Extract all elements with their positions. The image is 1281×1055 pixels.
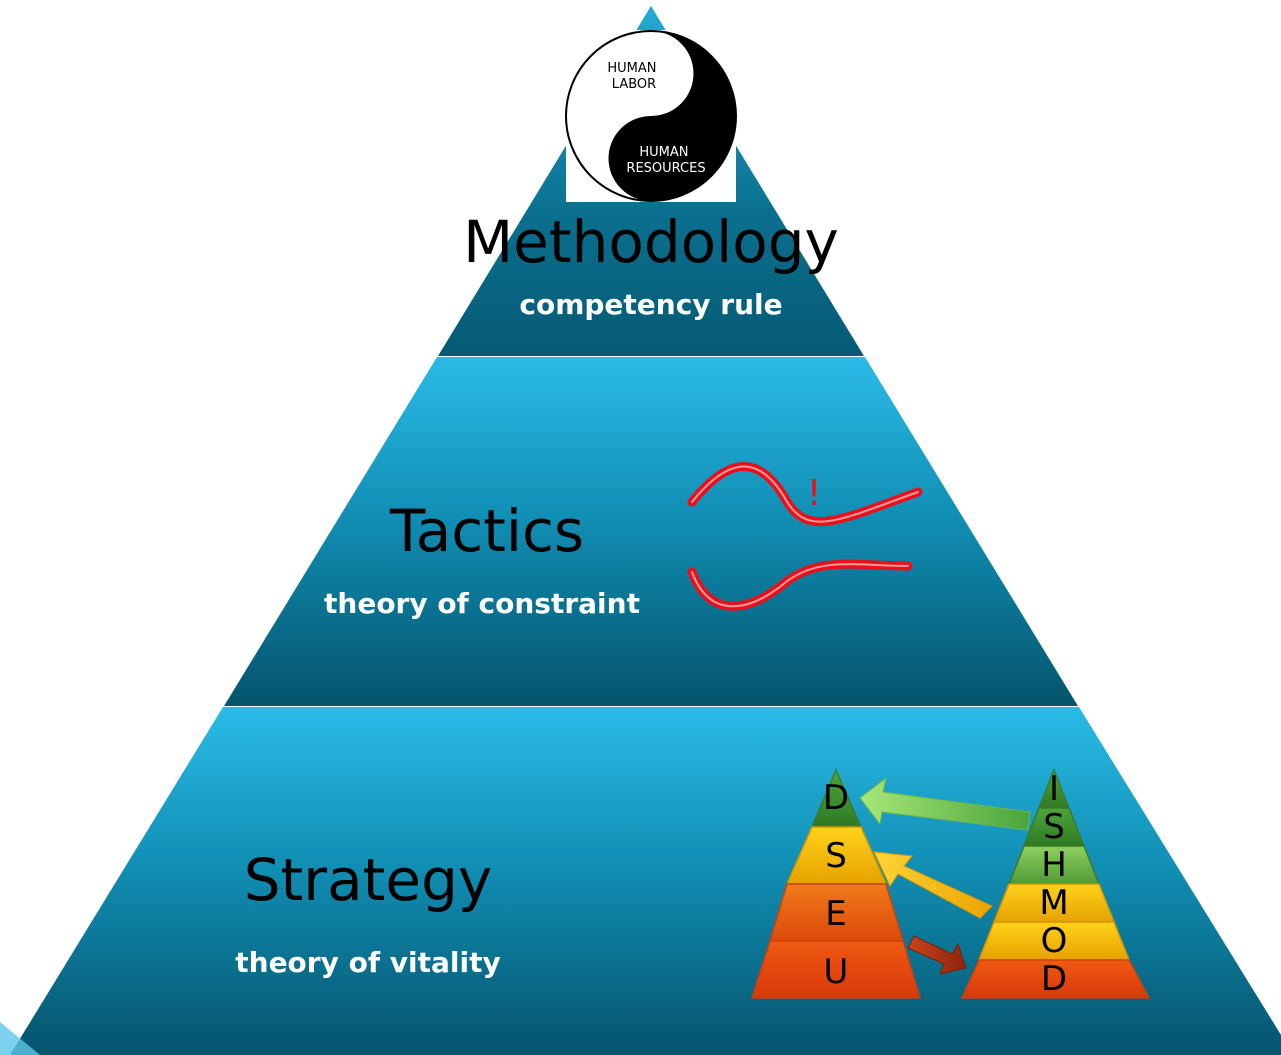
yin-yang-bottom-label: HUMAN RESOURCES xyxy=(626,145,705,176)
right-mini-letter-s: S xyxy=(1043,807,1065,847)
methodology-title: Methodology xyxy=(463,208,839,276)
right-mini-letter-m: M xyxy=(1039,883,1068,923)
yin-yang-top-label: HUMAN LABOR xyxy=(607,61,660,92)
methodology-subtitle: competency rule xyxy=(519,288,782,321)
arrow-yellow-icon xyxy=(873,851,993,919)
left-mini-pyramid xyxy=(750,768,922,999)
tactics-subtitle: theory of constraint xyxy=(324,587,640,620)
yin-yang-icon: HUMAN LABOR HUMAN RESOURCES xyxy=(565,30,737,202)
constraint-exclamation: ! xyxy=(807,473,821,514)
left-mini-letter-u: U xyxy=(824,952,849,992)
strategy-subtitle: theory of vitality xyxy=(235,946,500,979)
arrow-green-icon xyxy=(859,776,1031,831)
right-mini-level-d xyxy=(960,959,1151,999)
left-mini-letter-e: E xyxy=(825,894,846,934)
tactics-title: Tactics xyxy=(389,497,584,565)
right-mini-letter-d: D xyxy=(1041,959,1067,999)
constraint-curves-icon: ! xyxy=(687,462,923,611)
corner-decoration xyxy=(0,1022,40,1055)
arrow-red-icon xyxy=(907,935,967,975)
left-mini-letter-d: D xyxy=(823,778,849,818)
pyramid-tier-middle xyxy=(224,357,1078,706)
left-mini-level-u xyxy=(750,940,922,999)
right-mini-letter-h: H xyxy=(1041,845,1067,885)
right-mini-pyramid xyxy=(960,767,1151,999)
right-mini-letter-i: I xyxy=(1049,769,1059,809)
right-mini-letter-o: O xyxy=(1041,921,1068,961)
left-mini-letter-s: S xyxy=(825,836,847,876)
strategy-title: Strategy xyxy=(244,846,493,914)
